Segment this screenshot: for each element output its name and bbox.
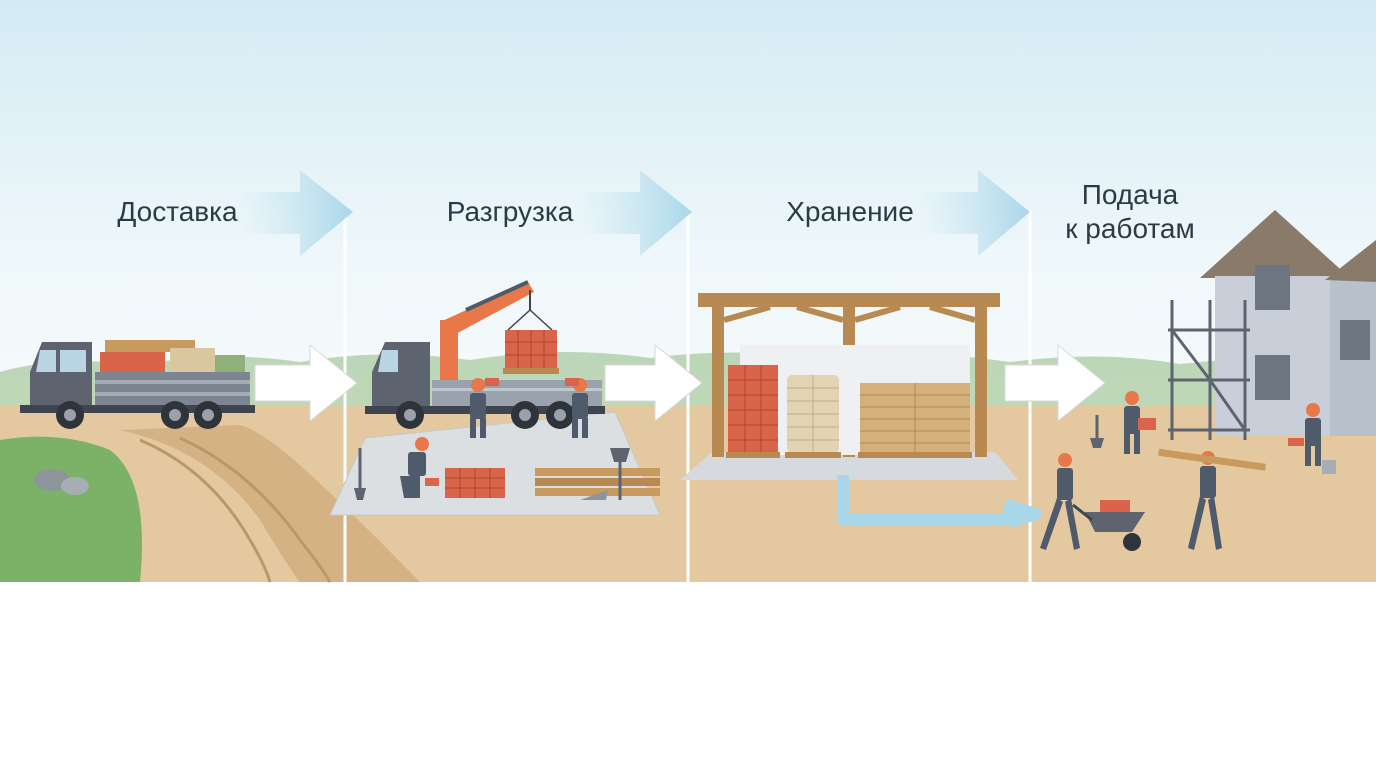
worker <box>1288 403 1336 474</box>
lumber-stack <box>858 383 972 458</box>
wheelbarrow-icon <box>1072 500 1145 551</box>
worker <box>1124 391 1156 454</box>
shovel-icon <box>1090 415 1104 448</box>
worker <box>1040 453 1080 550</box>
rock <box>34 469 70 491</box>
rock <box>61 477 89 495</box>
stage-label-storage: Хранение <box>786 196 914 227</box>
distribution-arrow <box>837 475 1042 528</box>
worker <box>1158 448 1267 550</box>
header-arrow <box>920 170 1030 256</box>
lumber-stack <box>535 468 660 496</box>
shovel-icon <box>580 448 630 500</box>
worker <box>470 378 499 438</box>
worker <box>400 437 439 498</box>
truck-icon <box>20 340 255 429</box>
brick-stack <box>726 365 780 458</box>
brick-stack <box>445 468 505 498</box>
cement-bags <box>785 375 841 458</box>
header-arrow <box>580 170 692 256</box>
worker <box>565 378 588 438</box>
stage-label-unloading: Разгрузка <box>446 196 574 227</box>
stage-label-supply-to-work: Подача к работам <box>1065 179 1195 244</box>
house-icon <box>1200 210 1376 436</box>
header-arrow <box>240 170 353 256</box>
grass-patch <box>0 436 142 582</box>
storage-pad <box>680 452 1018 480</box>
flow-arrow <box>254 343 1106 423</box>
crane-icon <box>440 280 559 380</box>
scaffolding <box>1168 300 1250 440</box>
shovel-icon <box>354 448 366 500</box>
stage-label-delivery: Доставка <box>117 196 238 227</box>
